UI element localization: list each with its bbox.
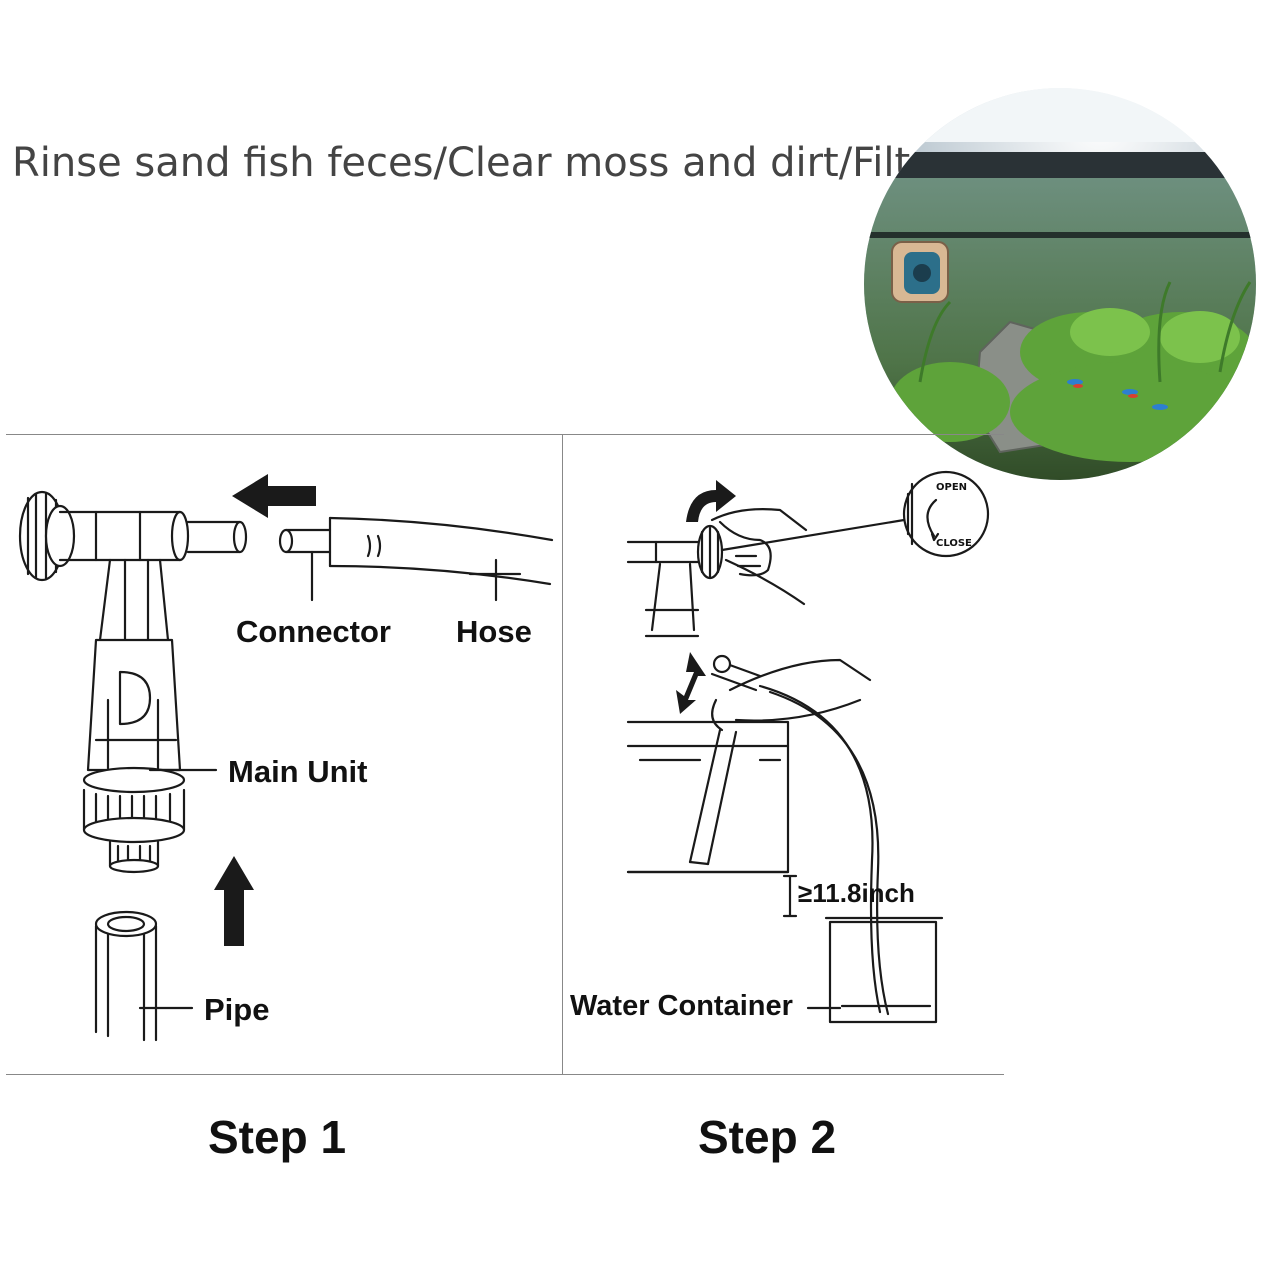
main-unit-label: Main Unit <box>228 754 368 789</box>
siphon-tank-drawing <box>626 654 944 1024</box>
water-container-label: Water Container <box>570 990 793 1022</box>
connector-label: Connector <box>236 614 391 649</box>
double-arrow-icon <box>676 652 706 714</box>
panel-top-border <box>6 434 1004 435</box>
panel-bottom-border <box>6 1074 1004 1075</box>
main-unit-drawing <box>18 490 248 874</box>
hand-valve-drawing <box>626 470 990 638</box>
dial-open-label: OPEN <box>936 482 967 493</box>
up-arrow-icon <box>214 856 254 946</box>
hose-drawing <box>278 516 554 602</box>
pipe-drawing <box>94 910 194 1042</box>
dial-close-label: CLOSE <box>936 538 972 549</box>
hose-label: Hose <box>456 614 532 649</box>
step-2-caption: Step 2 <box>698 1111 837 1163</box>
left-arrow-icon <box>232 474 316 518</box>
headline: Rinse sand fish feces/Clear moss and dir… <box>12 140 952 186</box>
panel-middle-divider <box>562 434 563 1074</box>
height-note: ≥11.8inch <box>798 878 915 908</box>
curved-arrow-icon <box>686 480 736 522</box>
pipe-label: Pipe <box>204 992 270 1027</box>
aquarium-photo <box>864 88 1256 480</box>
step-1-caption: Step 1 <box>208 1111 347 1163</box>
